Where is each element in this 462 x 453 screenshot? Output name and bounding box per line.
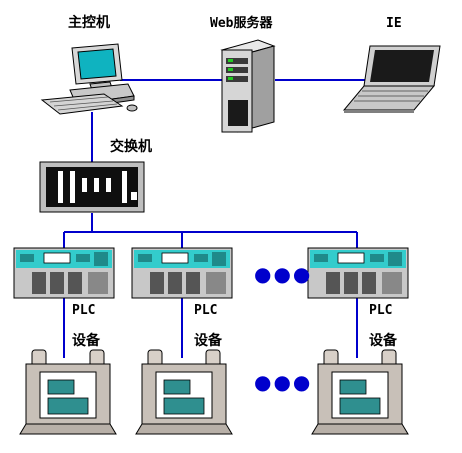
laptop-icon bbox=[342, 45, 441, 113]
device-icon-3 bbox=[311, 349, 409, 435]
plc-icon-2 bbox=[131, 247, 233, 299]
plc-ellipsis: ●●● bbox=[254, 262, 313, 286]
plc-label-2: PLC bbox=[194, 303, 218, 318]
device-label-2: 设备 bbox=[194, 333, 222, 349]
device-ellipsis: ●●● bbox=[254, 370, 313, 394]
switch-icon bbox=[39, 161, 145, 213]
device-icon-1 bbox=[19, 349, 117, 435]
ie-label: IE bbox=[386, 16, 402, 31]
plc-label-1: PLC bbox=[72, 303, 96, 318]
plc-label-3: PLC bbox=[369, 303, 393, 318]
device-label-3: 设备 bbox=[369, 333, 397, 349]
web-server-icon bbox=[220, 39, 276, 133]
device-icon-2 bbox=[135, 349, 233, 435]
connection-lines bbox=[63, 79, 372, 358]
plc-icon-1 bbox=[13, 247, 115, 299]
device-label-1: 设备 bbox=[72, 333, 100, 349]
plc-icon-3 bbox=[307, 247, 409, 299]
switch-label: 交换机 bbox=[110, 139, 152, 155]
web-server-label: Web服务器 bbox=[210, 16, 273, 31]
host-label: 主控机 bbox=[68, 15, 110, 31]
host-computer-icon bbox=[40, 43, 138, 115]
